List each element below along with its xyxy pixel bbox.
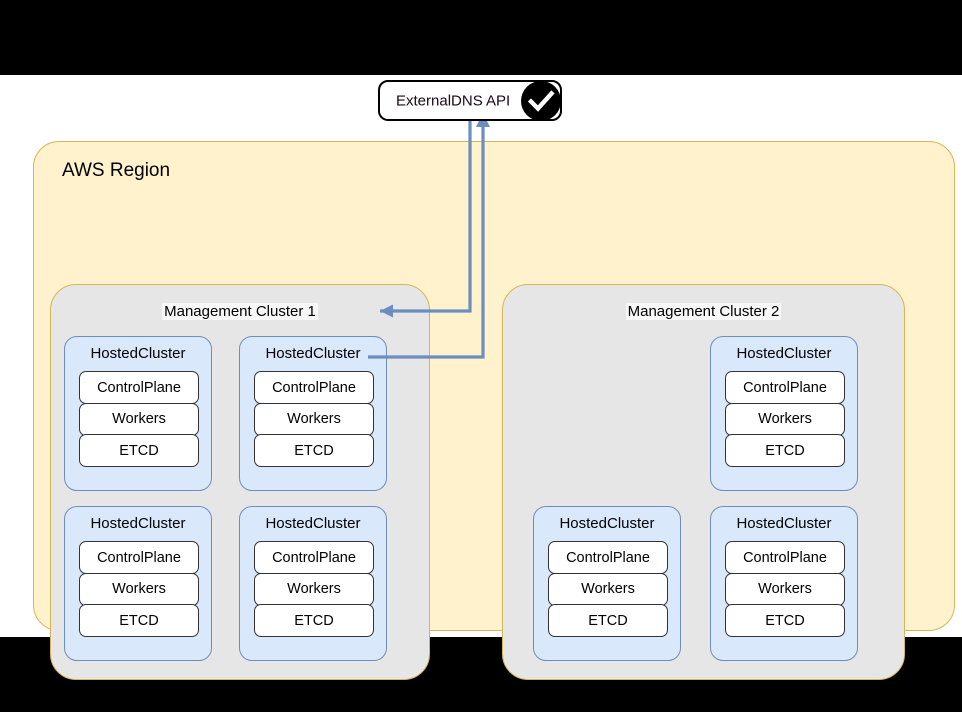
component-etcd[interactable]: ETCD bbox=[254, 434, 374, 467]
hosted-cluster-components: ControlPlane Workers ETCD bbox=[79, 371, 199, 467]
externaldns-api-label: ExternalDNS API bbox=[396, 92, 511, 109]
component-workers[interactable]: Workers bbox=[548, 572, 668, 606]
hosted-cluster-components: ControlPlane Workers ETCD bbox=[548, 541, 668, 637]
management-cluster-1-label: Management Cluster 1 bbox=[162, 303, 318, 320]
hosted-cluster-components: ControlPlane Workers ETCD bbox=[254, 541, 374, 637]
component-controlplane[interactable]: ControlPlane bbox=[254, 371, 374, 404]
component-etcd[interactable]: ETCD bbox=[79, 604, 199, 637]
hosted-cluster-components: ControlPlane Workers ETCD bbox=[725, 371, 845, 467]
hosted-cluster-title: HostedCluster bbox=[90, 345, 186, 362]
hosted-cluster-title: HostedCluster bbox=[265, 345, 361, 362]
aws-region-label: AWS Region bbox=[62, 160, 171, 181]
component-controlplane[interactable]: ControlPlane bbox=[548, 541, 668, 574]
component-controlplane[interactable]: ControlPlane bbox=[254, 541, 374, 574]
component-etcd[interactable]: ETCD bbox=[548, 604, 668, 637]
component-workers[interactable]: Workers bbox=[79, 572, 199, 606]
hosted-cluster-title: HostedCluster bbox=[559, 515, 655, 532]
hosted-cluster-title: HostedCluster bbox=[736, 515, 832, 532]
component-workers[interactable]: Workers bbox=[725, 572, 845, 606]
hosted-cluster[interactable]: HostedCluster ControlPlane Workers ETCD bbox=[710, 336, 858, 491]
hosted-cluster[interactable]: HostedCluster ControlPlane Workers ETCD bbox=[64, 336, 212, 491]
hosted-cluster-components: ControlPlane Workers ETCD bbox=[79, 541, 199, 637]
component-controlplane[interactable]: ControlPlane bbox=[79, 371, 199, 404]
component-etcd[interactable]: ETCD bbox=[79, 434, 199, 467]
component-workers[interactable]: Workers bbox=[725, 402, 845, 436]
hosted-cluster-title: HostedCluster bbox=[90, 515, 186, 532]
hosted-cluster[interactable]: HostedCluster ControlPlane Workers ETCD bbox=[710, 506, 858, 661]
component-workers[interactable]: Workers bbox=[254, 572, 374, 606]
management-cluster-2-label: Management Cluster 2 bbox=[625, 303, 782, 320]
hosted-cluster-components: ControlPlane Workers ETCD bbox=[254, 371, 374, 467]
hosted-cluster[interactable]: HostedCluster ControlPlane Workers ETCD bbox=[533, 506, 681, 661]
hosted-cluster-title: HostedCluster bbox=[265, 515, 361, 532]
component-etcd[interactable]: ETCD bbox=[725, 604, 845, 637]
hosted-cluster[interactable]: HostedCluster ControlPlane Workers ETCD bbox=[239, 506, 387, 661]
component-etcd[interactable]: ETCD bbox=[254, 604, 374, 637]
component-workers[interactable]: Workers bbox=[254, 402, 374, 436]
check-circle-icon bbox=[521, 80, 561, 121]
component-controlplane[interactable]: ControlPlane bbox=[725, 371, 845, 404]
component-workers[interactable]: Workers bbox=[79, 402, 199, 436]
hosted-cluster[interactable]: HostedCluster ControlPlane Workers ETCD bbox=[239, 336, 387, 491]
component-controlplane[interactable]: ControlPlane bbox=[79, 541, 199, 574]
hosted-cluster[interactable]: HostedCluster ControlPlane Workers ETCD bbox=[64, 506, 212, 661]
hosted-cluster-components: ControlPlane Workers ETCD bbox=[725, 541, 845, 637]
component-etcd[interactable]: ETCD bbox=[725, 434, 845, 467]
hosted-cluster-title: HostedCluster bbox=[736, 345, 832, 362]
letterbox-top bbox=[0, 0, 962, 75]
externaldns-api-node[interactable]: ExternalDNS API bbox=[378, 80, 562, 121]
component-controlplane[interactable]: ControlPlane bbox=[725, 541, 845, 574]
diagram-content-area: AWS Region Management Cluster 1 Manageme… bbox=[0, 75, 962, 680]
